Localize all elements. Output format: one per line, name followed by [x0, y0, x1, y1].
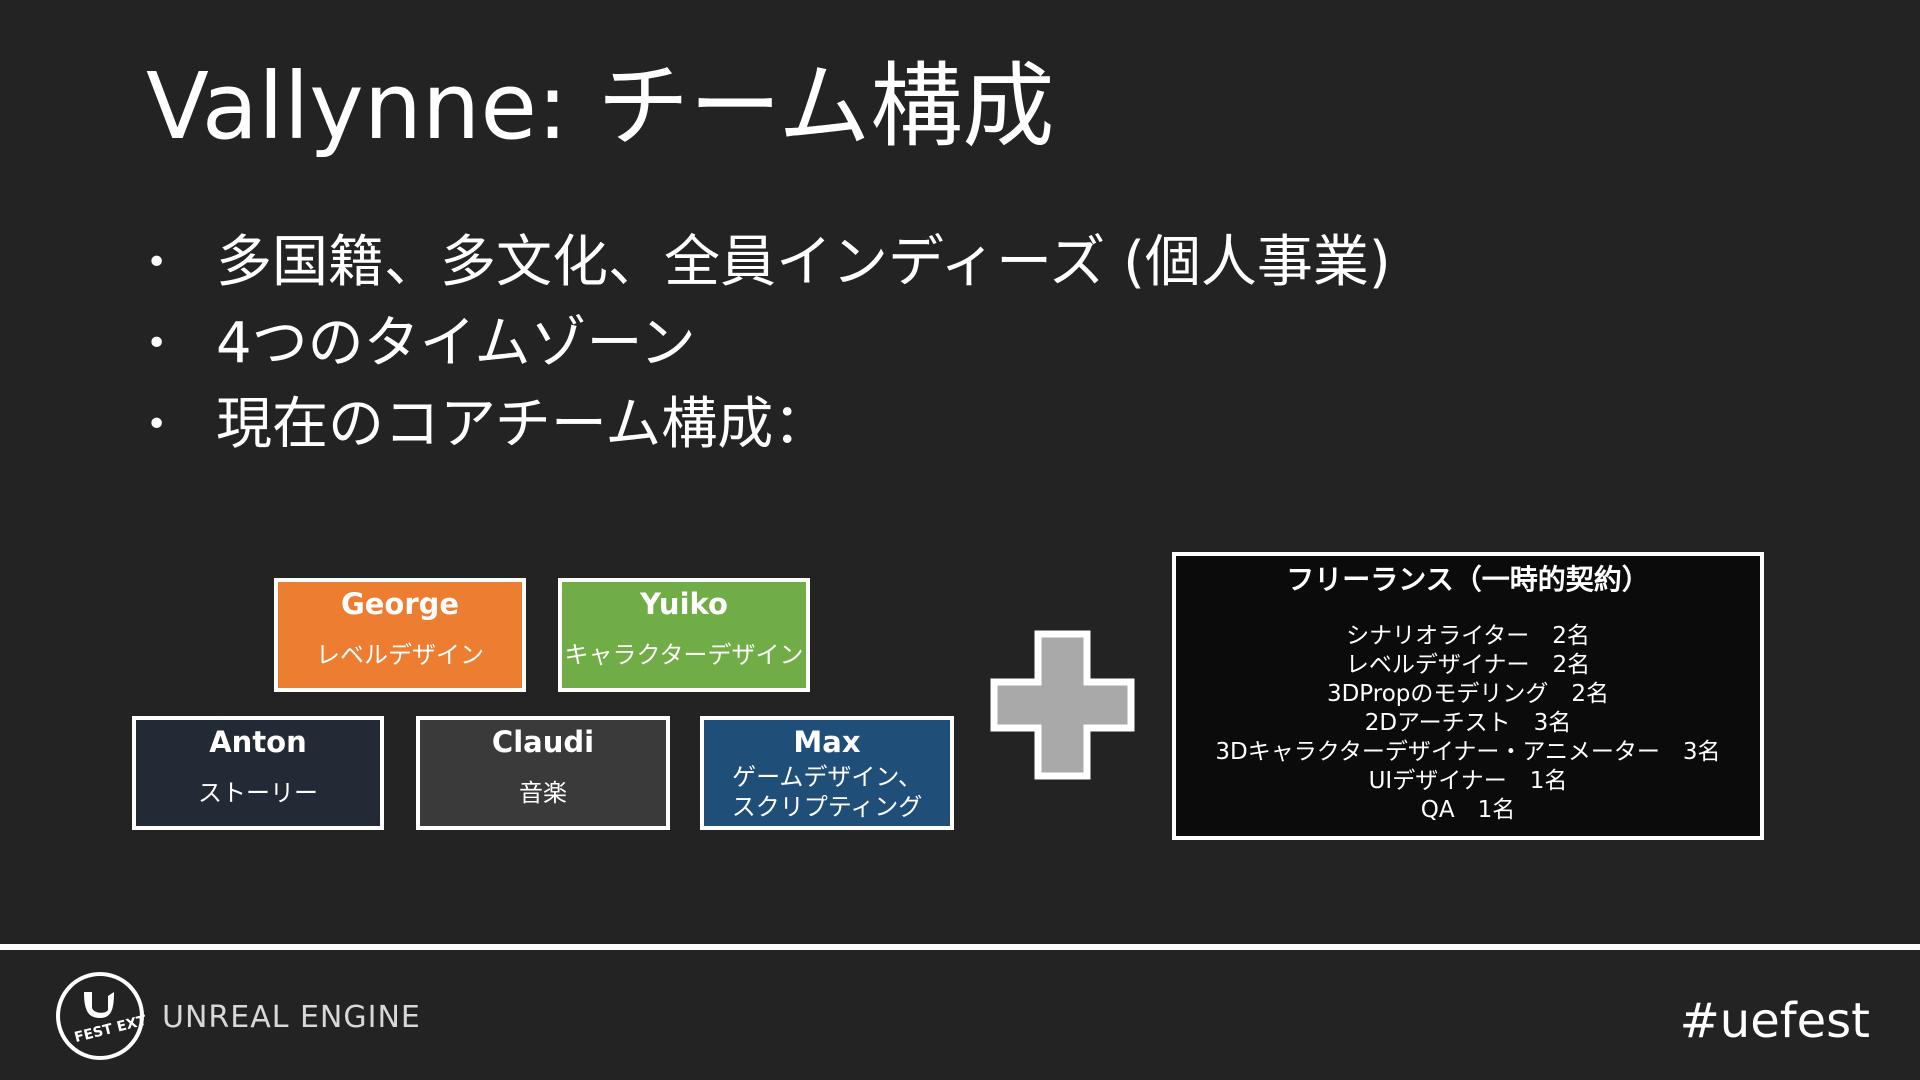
freelance-item: QA 1名 [1420, 797, 1516, 823]
member-card-max: Max ゲームデザイン、 スクリプティング [700, 716, 954, 830]
member-role-line: ゲームデザイン、 [732, 763, 922, 791]
bullet-item: • 現在のコアチーム構成： [146, 384, 1391, 465]
bullet-text: 現在のコアチーム構成： [216, 391, 830, 457]
brand-text: UNREAL ENGINE [162, 1000, 421, 1035]
member-role: ストーリー [198, 779, 318, 807]
bullet-text: 多国籍、多文化、全員インディーズ (個人事業) [216, 229, 1391, 295]
footer-divider [0, 944, 1920, 950]
freelance-item: レベルデザイナー 2名 [1345, 652, 1591, 678]
member-role: キャラクターデザイン [564, 641, 804, 669]
freelance-item: シナリオライター 2名 [1346, 623, 1590, 649]
bullet-item: • 多国籍、多文化、全員インディーズ (個人事業) [146, 222, 1391, 303]
freelance-item: 3Dキャラクターデザイナー・アニメーター 3名 [1215, 739, 1721, 765]
bullet-item: • 4つのタイムゾーン [146, 303, 1391, 384]
member-card-yuiko: Yuiko キャラクターデザイン [558, 578, 810, 692]
member-name: Yuiko [640, 587, 728, 621]
member-name: Max [793, 725, 861, 759]
bullet-dot: • [146, 241, 168, 283]
hashtag: #uefest [1679, 993, 1870, 1049]
member-name: Claudi [491, 725, 595, 759]
freelance-item: 3DPropのモデリング 2名 [1326, 681, 1610, 707]
member-role: 音楽 [519, 779, 567, 807]
freelance-box: フリーランス（一時的契約） シナリオライター 2名 レベルデザイナー 2名 3D… [1172, 552, 1764, 840]
member-name: Anton [209, 725, 307, 759]
freelance-item: UIデザイナー 1名 [1368, 768, 1568, 794]
bullet-dot: • [146, 403, 168, 445]
freelance-item: 2Dアーチスト 3名 [1364, 710, 1572, 736]
freelance-list: シナリオライター 2名 レベルデザイナー 2名 3DPropのモデリング 2名 … [1176, 622, 1760, 825]
bullet-list: • 多国籍、多文化、全員インディーズ (個人事業) • 4つのタイムゾーン • 現在の… [146, 222, 1391, 465]
member-role: ゲームデザイン、 スクリプティング [732, 762, 923, 822]
member-role: レベルデザイン [316, 641, 484, 669]
bullet-dot: • [146, 322, 168, 364]
member-card-claudi: Claudi 音楽 [416, 716, 670, 830]
unreal-fest-logo: FEST EXTREME WINTER [56, 972, 146, 1060]
bullet-text: 4つのタイムゾーン [216, 310, 696, 376]
member-card-george: George レベルデザイン [274, 578, 526, 692]
member-name: George [340, 587, 460, 621]
slide-title: Vallynne: チーム構成 [146, 53, 1055, 160]
member-role-line: スクリプティング [731, 793, 923, 821]
member-card-anton: Anton ストーリー [132, 716, 384, 830]
plus-icon [990, 630, 1135, 780]
freelance-title: フリーランス（一時的契約） [1286, 563, 1650, 596]
